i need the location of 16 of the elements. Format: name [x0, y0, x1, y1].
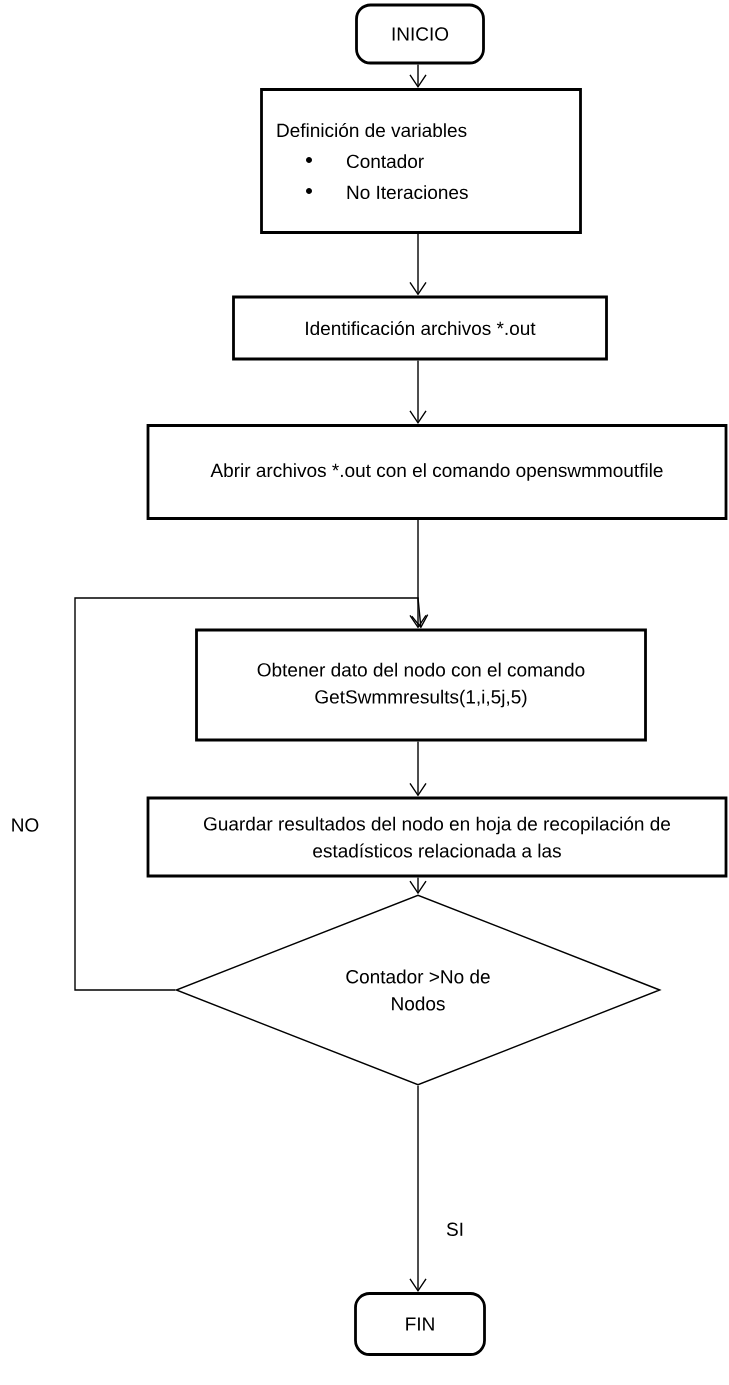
arrow [409, 519, 427, 629]
process-box: Definición de variables Contador No Iteraciones [260, 88, 582, 234]
process-box: Abrir archivos *.out con el comando openswmmoutfile [146, 424, 728, 520]
edge-label: SI [444, 1220, 466, 1238]
process-box: Obtener dato del nodo con el comando GetSwmmresults(1,i,5j,5) [195, 628, 647, 742]
arrow [409, 1085, 427, 1293]
arrow [409, 233, 427, 296]
terminal-box: FIN [354, 1292, 486, 1356]
arrow [74, 597, 429, 991]
terminal-box: INICIO [355, 3, 485, 65]
edge-label: NO [8, 816, 42, 834]
arrow [409, 740, 427, 797]
arrow [409, 359, 427, 425]
arrow [409, 63, 427, 89]
process-box: Guardar resultados del nodo en hoja de recopilación de estadísticos relacionada a las [146, 796, 728, 878]
process-box: Identificación archivos *.out [232, 295, 608, 361]
